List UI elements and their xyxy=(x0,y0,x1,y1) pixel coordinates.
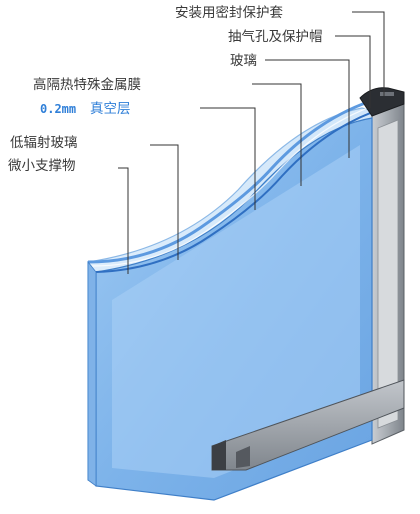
peeled-edge-outer xyxy=(87,96,381,264)
label-metal-film: 高隔热特殊金属膜 xyxy=(33,76,141,93)
label-vacuum-gap-value: 0.2mm xyxy=(40,102,76,116)
glass-highlight xyxy=(112,145,360,478)
label-micro-support: 微小支撑物 xyxy=(8,158,76,174)
peeled-edge-inner xyxy=(95,107,385,273)
left-edge xyxy=(87,260,97,487)
label-low-e-glass: 低辐射玻璃 xyxy=(10,134,78,151)
bottom-frame-notch xyxy=(236,446,250,468)
label-glass: 玻璃 xyxy=(230,52,257,69)
leader-glass xyxy=(265,59,350,158)
peeled-edge-white xyxy=(91,102,383,267)
label-seal-sleeve: 安装用密封保护套 xyxy=(175,4,283,21)
leader-lines xyxy=(118,11,385,274)
leader-seal-sleeve xyxy=(352,11,385,96)
right-frame-inner xyxy=(377,119,399,429)
leader-metal-film xyxy=(252,83,302,186)
leader-vacuum xyxy=(200,107,256,210)
bottom-frame-lip xyxy=(212,440,226,470)
leader-exhaust-cap xyxy=(335,35,371,108)
leader-support xyxy=(118,167,129,274)
label-vacuum-layer: 真空层 xyxy=(90,101,131,117)
label-exhaust-cap: 抽气孔及保护帽 xyxy=(228,29,323,45)
leader-low-e xyxy=(150,144,179,260)
seal-sleeve-highlight xyxy=(380,92,394,96)
